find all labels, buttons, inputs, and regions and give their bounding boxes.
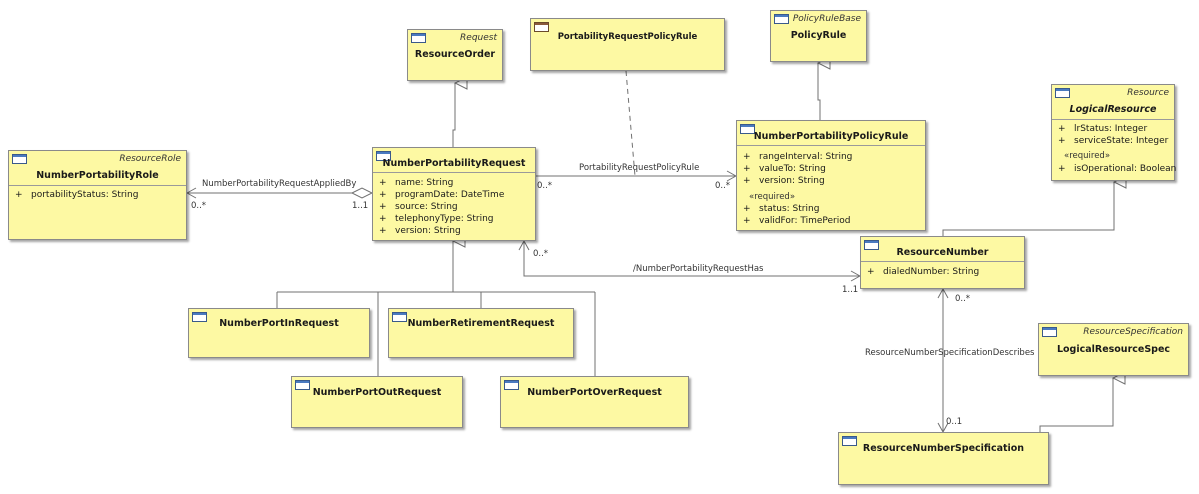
class-resource-number-specification[interactable]: ResourceNumberSpecification [838, 432, 1049, 485]
stereotype-label: Resource [1127, 88, 1169, 98]
association-class-dashed-link [625, 70, 636, 177]
stereotype-label: PolicyRuleBase [792, 14, 861, 24]
class-name: NumberRetirementRequest [407, 318, 555, 329]
class-icon [392, 312, 407, 322]
applied-by-label: NumberPortabilityRequestAppliedBy [202, 179, 357, 189]
class-icon [1055, 88, 1070, 98]
class-number-port-in-request[interactable]: NumberPortInRequest [188, 308, 370, 358]
spec-describes-mult-top: 0..* [955, 294, 971, 304]
generalization-request-to-resourceorder [452, 83, 455, 147]
attribute: +dialedNumber: String [867, 267, 980, 277]
class-icon [411, 33, 426, 43]
class-name: NumberPortabilityPolicyRule [753, 131, 909, 142]
request-has-mult-right: 1..1 [842, 285, 859, 295]
required-label: «required» [1064, 151, 1111, 161]
class-resource-order[interactable]: Request ResourceOrder [407, 29, 503, 81]
attribute: +programDate: DateTime [379, 190, 505, 200]
class-icon [295, 380, 310, 390]
class-icon [12, 154, 27, 164]
class-icon [376, 151, 391, 161]
class-name: NumberPortOverRequest [527, 387, 662, 398]
required-label: «required» [749, 192, 796, 202]
attribute: +name: String [379, 178, 454, 188]
generalization-spec-to-logicalresourcespec [1039, 378, 1113, 432]
class-number-port-over-request[interactable]: NumberPortOverRequest [500, 376, 689, 428]
policy-rule-mult-right: 0..* [715, 181, 731, 191]
class-number-retirement-request[interactable]: NumberRetirementRequest [388, 308, 574, 358]
policy-rule-assoc-label: PortabilityRequestPolicyRule [579, 163, 700, 173]
class-icon [740, 124, 755, 134]
class-logical-resource-spec[interactable]: ResourceSpecification LogicalResourceSpe… [1038, 323, 1189, 376]
class-name: ResourceNumber [896, 247, 989, 258]
class-number-portability-role[interactable]: ResourceRole NumberPortabilityRole +port… [8, 150, 187, 240]
class-logical-resource[interactable]: Resource LogicalResource +lrStatus: Inte… [1051, 84, 1177, 181]
class-resource-number[interactable]: ResourceNumber +dialedNumber: String [860, 236, 1025, 289]
class-name: NumberPortabilityRequest [382, 158, 526, 169]
class-policy-rule[interactable]: PolicyRuleBase PolicyRule [770, 10, 867, 62]
class-icon [1042, 327, 1057, 337]
stereotype-label: ResourceSpecification [1083, 327, 1183, 337]
request-has-mult-top: 0..* [533, 249, 549, 259]
attribute: +validFor: TimePeriod [743, 216, 851, 226]
attribute: +telephonyType: String [379, 214, 494, 224]
policy-rule-mult-left: 0..* [537, 181, 553, 191]
attribute: +serviceState: Integer [1058, 136, 1169, 146]
class-number-portability-policy-rule[interactable]: NumberPortabilityPolicyRule +rangeInterv… [736, 120, 926, 231]
stereotype-label: Request [460, 33, 497, 43]
class-portability-request-policy-rule[interactable]: PortabilityRequestPolicyRule [530, 18, 725, 71]
class-name: ResourceOrder [414, 49, 496, 60]
attribute: +status: String [743, 204, 820, 214]
attribute: +portabilityStatus: String [15, 190, 139, 200]
class-name: PortabilityRequestPolicyRule [557, 32, 698, 42]
attribute: +rangeInterval: String [743, 152, 853, 162]
attribute: +isOperational: Boolean [1058, 164, 1177, 174]
attribute: +version: String [379, 226, 461, 236]
generalization-policyrule [818, 63, 820, 120]
class-name: NumberPortInRequest [219, 318, 339, 329]
class-icon [842, 436, 857, 446]
class-name: LogicalResourceSpec [1056, 344, 1171, 355]
request-has-label: /NumberPortabilityRequestHas [633, 264, 764, 274]
class-number-portability-request[interactable]: NumberPortabilityRequest +name: String +… [372, 147, 536, 241]
class-name: PolicyRule [790, 30, 847, 41]
generalization-resourcenumber-to-logicalresource [942, 182, 1114, 236]
class-name: NumberPortOutRequest [312, 387, 442, 398]
class-name: NumberPortabilityRole [36, 170, 159, 181]
spec-describes-mult-bottom: 0..1 [946, 417, 963, 427]
spec-describes-label: ResourceNumberSpecificationDescribes [865, 348, 1035, 358]
class-number-port-out-request[interactable]: NumberPortOutRequest [291, 376, 463, 428]
class-icon [192, 312, 207, 322]
stereotype-label: ResourceRole [119, 154, 181, 164]
attribute: +valueTo: String [743, 164, 826, 174]
class-icon [504, 380, 519, 390]
applied-by-mult-right: 1..1 [352, 201, 369, 211]
class-name: LogicalResource [1069, 104, 1157, 115]
class-icon [864, 240, 879, 250]
attribute: +source: String [379, 202, 458, 212]
class-name: ResourceNumberSpecification [862, 443, 1025, 454]
association-class-icon [534, 22, 549, 32]
association-request-has [523, 241, 860, 277]
class-icon [774, 14, 789, 24]
attribute: +lrStatus: Integer [1058, 124, 1148, 134]
attribute: +version: String [743, 176, 825, 186]
applied-by-mult-left: 0..* [191, 201, 207, 211]
